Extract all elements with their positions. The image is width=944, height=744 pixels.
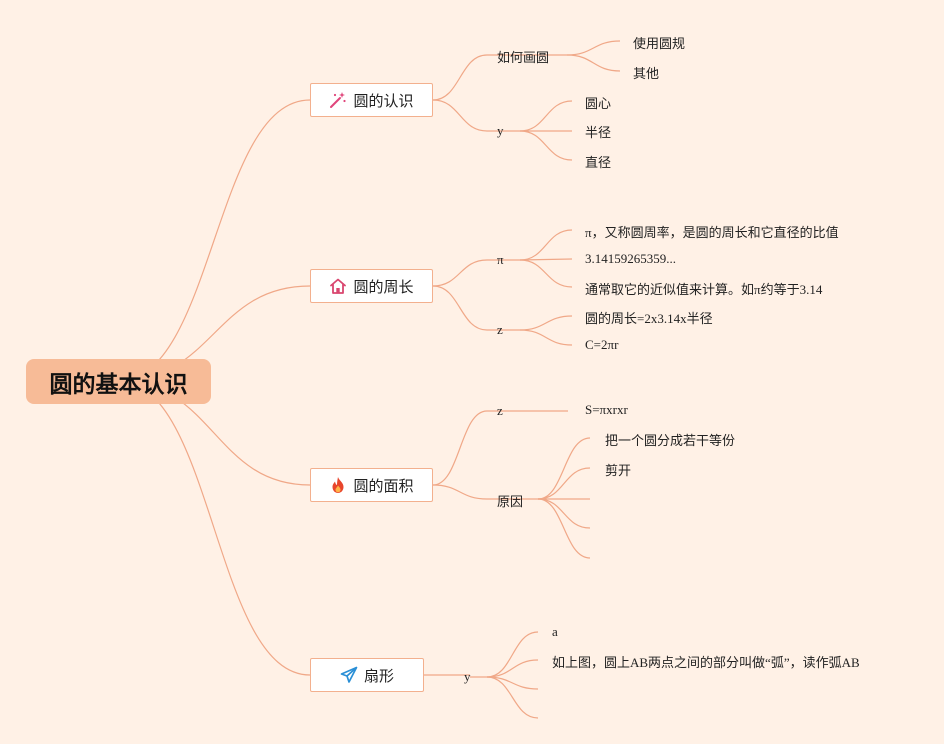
subtopic-y[interactable]: y — [464, 669, 471, 684]
connector-line — [537, 498, 591, 529]
fire-icon — [332, 477, 344, 493]
leaf-diameter[interactable]: 直径 — [585, 156, 612, 171]
magic-wand-icon — [330, 92, 347, 108]
subtopic-how-to-draw[interactable]: 如何画圆 — [497, 51, 550, 66]
connector-line — [432, 410, 488, 486]
connector-line — [432, 259, 488, 287]
connector-underline — [519, 258, 573, 261]
connector-line — [537, 498, 591, 559]
connector-root-branch — [117, 380, 311, 676]
leaf-a[interactable]: a — [552, 624, 558, 639]
leaf-divide-circle[interactable]: 把一个圆分成若干等份 — [605, 434, 736, 449]
branch-circle-recognition[interactable]: 圆的认识 — [310, 83, 433, 117]
connector-root-branch — [117, 99, 311, 382]
connector-line — [566, 54, 621, 72]
connector-line — [432, 99, 488, 132]
connector-line — [432, 285, 488, 331]
subtopic-pi[interactable]: π — [497, 252, 504, 267]
leaf-area-formula[interactable]: S=πxrxr — [585, 402, 628, 417]
subtopic-y[interactable]: y — [497, 123, 504, 138]
leaf-circumference-formula[interactable]: 圆的周长=2x3.14x半径 — [585, 311, 713, 326]
connector-line — [486, 631, 539, 678]
connector-line — [566, 40, 621, 56]
leaf-cut-open[interactable]: 剪开 — [605, 464, 632, 479]
leaf-use-compass[interactable]: 使用圆规 — [633, 37, 686, 52]
leaf-center[interactable]: 圆心 — [585, 97, 612, 112]
branch-circumference[interactable]: 圆的周长 — [310, 269, 433, 303]
connector-line — [519, 259, 573, 288]
connector-line — [519, 100, 573, 132]
branch-label: 圆的认识 — [353, 91, 414, 110]
branch-label: 扇形 — [363, 666, 394, 685]
branch-label: 圆的周长 — [353, 277, 414, 296]
connector-line — [486, 659, 539, 678]
branch-sector[interactable]: 扇形 — [310, 658, 424, 692]
paper-plane-icon — [340, 666, 358, 683]
leaf-pi-approx[interactable]: 通常取它的近似值来计算。如π约等于3.14 — [585, 282, 823, 297]
connector-line — [537, 467, 591, 500]
subtopic-z[interactable]: z — [497, 322, 503, 337]
leaf-pi-value[interactable]: 3.14159265359... — [585, 251, 676, 266]
root-topic[interactable]: 圆的基本认识 — [26, 359, 211, 404]
connector-line — [519, 130, 573, 161]
leaf-pi-definition[interactable]: π，又称圆周率，是圆的周长和它直径的比值 — [585, 225, 839, 240]
connector-line — [519, 315, 573, 331]
connector-line — [537, 437, 591, 500]
branch-area[interactable]: 圆的面积 — [310, 468, 433, 502]
connector-line — [432, 54, 488, 101]
subtopic-z[interactable]: z — [497, 403, 503, 418]
branch-label: 圆的面积 — [353, 476, 414, 495]
connector-line — [432, 484, 488, 500]
connector-line — [519, 329, 573, 346]
subtopic-reason[interactable]: 原因 — [497, 495, 524, 510]
house-icon — [330, 278, 347, 294]
leaf-circumference-symbolic[interactable]: C=2πr — [585, 337, 619, 352]
leaf-radius[interactable]: 半径 — [585, 126, 612, 141]
leaf-other[interactable]: 其他 — [633, 67, 660, 82]
connector-line — [486, 676, 539, 719]
leaf-arc-definition[interactable]: 如上图，圆上AB两点之间的部分叫做“弧”，读作弧AB — [552, 655, 860, 670]
connector-line — [519, 229, 573, 261]
